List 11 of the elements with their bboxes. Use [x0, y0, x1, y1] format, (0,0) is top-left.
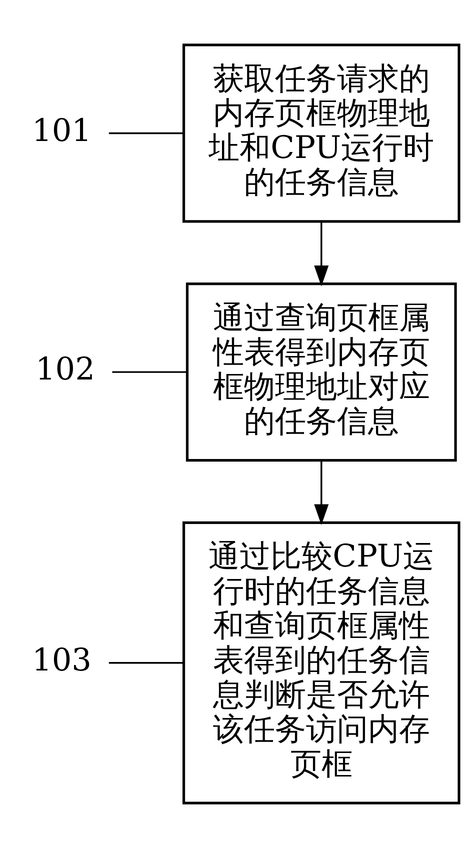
node-text: 101	[32, 112, 92, 148]
arrow	[314, 460, 329, 525]
connector	[108, 662, 184, 664]
node-box: 通过查询页框属性表得到内存页框物理地址对应的任务信息	[186, 282, 457, 462]
arrow	[314, 221, 329, 286]
connector	[108, 132, 184, 134]
connector	[112, 370, 187, 372]
node-box: 通过比较CPU运行时的任务信息和查询页框属性表得到的任务信息判断是否允许该任务访问内存页框	[182, 520, 460, 804]
node-box: 获取任务请求的内存页框物理地址和CPU运行时的任务信息	[182, 43, 460, 222]
node-text: 103	[32, 642, 92, 678]
node-text: 102	[35, 351, 95, 388]
